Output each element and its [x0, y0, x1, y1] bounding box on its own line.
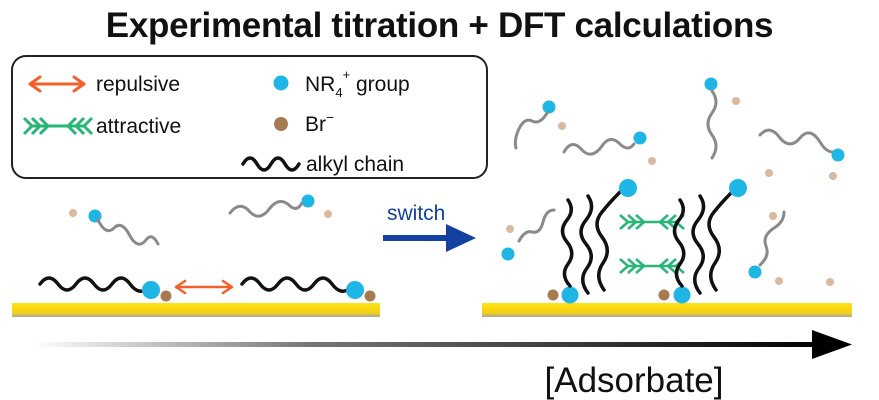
free-bromide-ion: [829, 172, 837, 180]
free-headgroup: [633, 131, 647, 145]
lying-chain: [38, 276, 150, 293]
free-chain: [706, 89, 718, 160]
concentration-axis-arrow: [32, 330, 852, 359]
free-chain: [513, 111, 549, 150]
bromide-ion: [364, 290, 376, 302]
free-headgroup: [704, 77, 718, 91]
free-bromide-ion: [775, 277, 783, 285]
free-bromide-ion: [506, 225, 514, 233]
free-chain: [228, 200, 304, 218]
standing-chain: [579, 194, 594, 295]
free-headgroup: [501, 247, 515, 261]
legend-head-icon: [273, 75, 289, 91]
legend-chain-icon: [241, 156, 301, 172]
free-headgroup: [831, 148, 845, 162]
headgroup: [619, 179, 637, 197]
free-bromide-ion: [324, 210, 332, 218]
bromide-ion: [160, 290, 172, 302]
free-chain: [517, 208, 556, 243]
bromide-ion: [658, 289, 670, 301]
legend-box: repulsive attractive NR4+ group Br− alky…: [11, 55, 488, 179]
free-headgroup: [301, 194, 315, 208]
free-bromide-ion: [558, 122, 566, 130]
free-chain: [758, 128, 835, 154]
standing-chain: [560, 198, 574, 288]
lying-chain: [240, 276, 352, 293]
figure-title: Experimental titration + DFT calculation…: [105, 6, 774, 45]
surface-right: [482, 303, 852, 317]
free-chain: [96, 218, 160, 246]
free-bromide-ion: [69, 209, 77, 217]
free-headgroup: [542, 100, 556, 114]
free-bromide-ion: [769, 212, 777, 220]
legend-repulsive-label: repulsive: [96, 73, 180, 96]
surface-left: [12, 303, 380, 317]
right-panel: [501, 77, 845, 304]
switch-label: switch: [387, 202, 445, 225]
free-chain: [758, 210, 786, 267]
standing-chain: [672, 198, 686, 288]
legend-attractive-label: attractive: [96, 115, 181, 138]
switch-arrow: [383, 224, 476, 252]
headgroup: [142, 281, 160, 299]
legend-bromide-icon: [274, 117, 288, 131]
legend-repulsive-icon: [28, 75, 86, 93]
standing-chain: [595, 190, 622, 292]
legend-group-label: NR4+ group: [305, 67, 410, 100]
free-bromide-ion: [765, 169, 773, 177]
free-bromide-ion: [826, 278, 834, 286]
attractive-arrow: [619, 258, 685, 274]
bromide-ion: [547, 289, 559, 301]
free-chain: [562, 138, 636, 156]
free-bromide-ion: [648, 157, 656, 165]
legend-bromide-label: Br−: [305, 109, 334, 136]
legend-attractive-icon: [22, 116, 94, 136]
headgroup: [673, 286, 691, 304]
legend-chain-label: alkyl chain: [306, 153, 404, 176]
standing-chain: [707, 190, 734, 292]
repulsive-arrow: [174, 279, 234, 295]
headgroup: [346, 281, 364, 299]
left-panel: [38, 194, 376, 302]
free-bromide-ion: [732, 97, 740, 105]
free-headgroup: [748, 265, 762, 279]
headgroup: [561, 286, 579, 304]
headgroup: [729, 179, 747, 197]
axis-label: [Adsorbate]: [545, 361, 724, 400]
standing-chain: [691, 194, 706, 295]
